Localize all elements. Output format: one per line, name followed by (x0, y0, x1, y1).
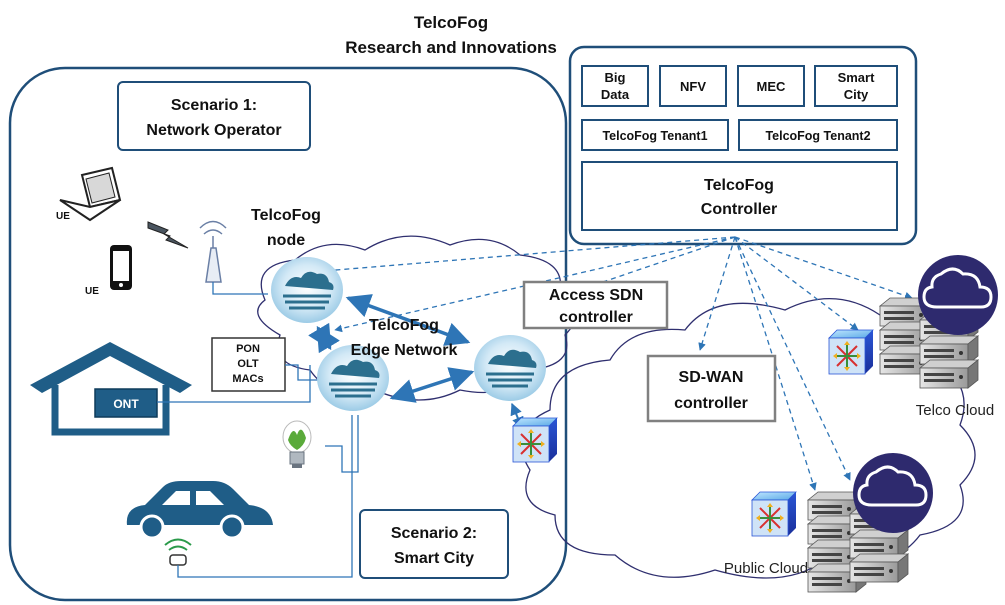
sdn-switch-icon-telco (828, 329, 874, 375)
nfv-label: NFV (680, 79, 706, 94)
sdwan-line1: SD-WAN (679, 369, 744, 386)
pon-link (285, 364, 318, 381)
pon-line2: OLT (237, 358, 258, 370)
edge-network-cloud (257, 235, 577, 401)
sdwan-line2: controller (674, 395, 748, 412)
house-icon (30, 342, 192, 436)
scenario2-box (359, 509, 509, 579)
scenario2-line1: Scenario 2: (391, 525, 477, 542)
telcofog-controller-box (581, 161, 898, 231)
antenna-link (212, 282, 268, 295)
mec-label: MEC (757, 79, 787, 94)
big-data-line1: Big (605, 70, 626, 85)
access-sdn-line2: controller (559, 309, 633, 326)
antenna-icon (199, 220, 227, 283)
telcofog-node-line2: node (267, 232, 305, 249)
scenario1-line2: Network Operator (146, 122, 281, 139)
mec-box (737, 65, 805, 107)
ont-box (94, 388, 158, 418)
cloud-icon-telco (918, 255, 998, 335)
smart-city-box (814, 65, 898, 107)
phone-icon (110, 245, 132, 290)
ont-link (157, 365, 311, 403)
control-links (311, 236, 913, 491)
bulb-link (325, 415, 359, 473)
scenario1-box (117, 81, 311, 151)
access-sdn-line1: Access SDN (549, 287, 643, 304)
tenant1-box (581, 119, 729, 151)
smart-city-line2: City (844, 87, 869, 102)
sdn-switch-icon-edge (512, 417, 558, 463)
cloud-icon-public (853, 453, 933, 533)
tenant1-label: TelcoFog Tenant1 (602, 129, 707, 143)
diagram-title-line2: Research and Innovations (345, 38, 557, 57)
controller-line1: TelcoFog (704, 177, 774, 194)
scenario1-line1: Scenario 1: (171, 97, 257, 114)
ue-phone-label: UE (85, 286, 99, 297)
bulb-icon (282, 420, 312, 468)
pon-line3: MACs (232, 373, 263, 385)
telco-cloud-label: Telco Cloud (916, 402, 994, 419)
telcofog-node-line1: TelcoFog (251, 207, 321, 224)
smart-city-line1: Smart (838, 70, 876, 85)
ont-label: ONT (113, 397, 139, 411)
scenario2-line2: Smart City (394, 550, 474, 567)
tenant2-label: TelcoFog Tenant2 (765, 129, 870, 143)
fog-node-icon-right (472, 333, 548, 403)
laptop-icon (59, 166, 122, 222)
tenant2-box (738, 119, 898, 151)
controller-line2: Controller (701, 201, 777, 218)
sensor-link (177, 415, 353, 578)
fog-node-icon-top (269, 255, 345, 325)
edge-network-line1: TelcoFog (369, 317, 439, 334)
car-icon (126, 481, 274, 540)
public-cloud-label: Public Cloud (724, 560, 808, 577)
sdn-switch-icon-public (751, 491, 797, 537)
nfv-box (659, 65, 727, 107)
big-data-line2: Data (601, 87, 630, 102)
big-data-box (581, 65, 649, 107)
diagram-title-line1: TelcoFog (414, 13, 488, 32)
ue-laptop-label: UE (56, 211, 70, 222)
wan-cloud (520, 297, 976, 579)
sensor-icon (164, 538, 192, 566)
edge-network-line2: Edge Network (351, 342, 458, 359)
edge-network-links (308, 294, 475, 403)
pon-line1: PON (236, 343, 260, 355)
access-sdn-controller-box (522, 280, 669, 330)
lightning-icon (147, 221, 189, 249)
sdwan-controller-box (646, 354, 777, 423)
pon-olt-box (211, 337, 286, 392)
